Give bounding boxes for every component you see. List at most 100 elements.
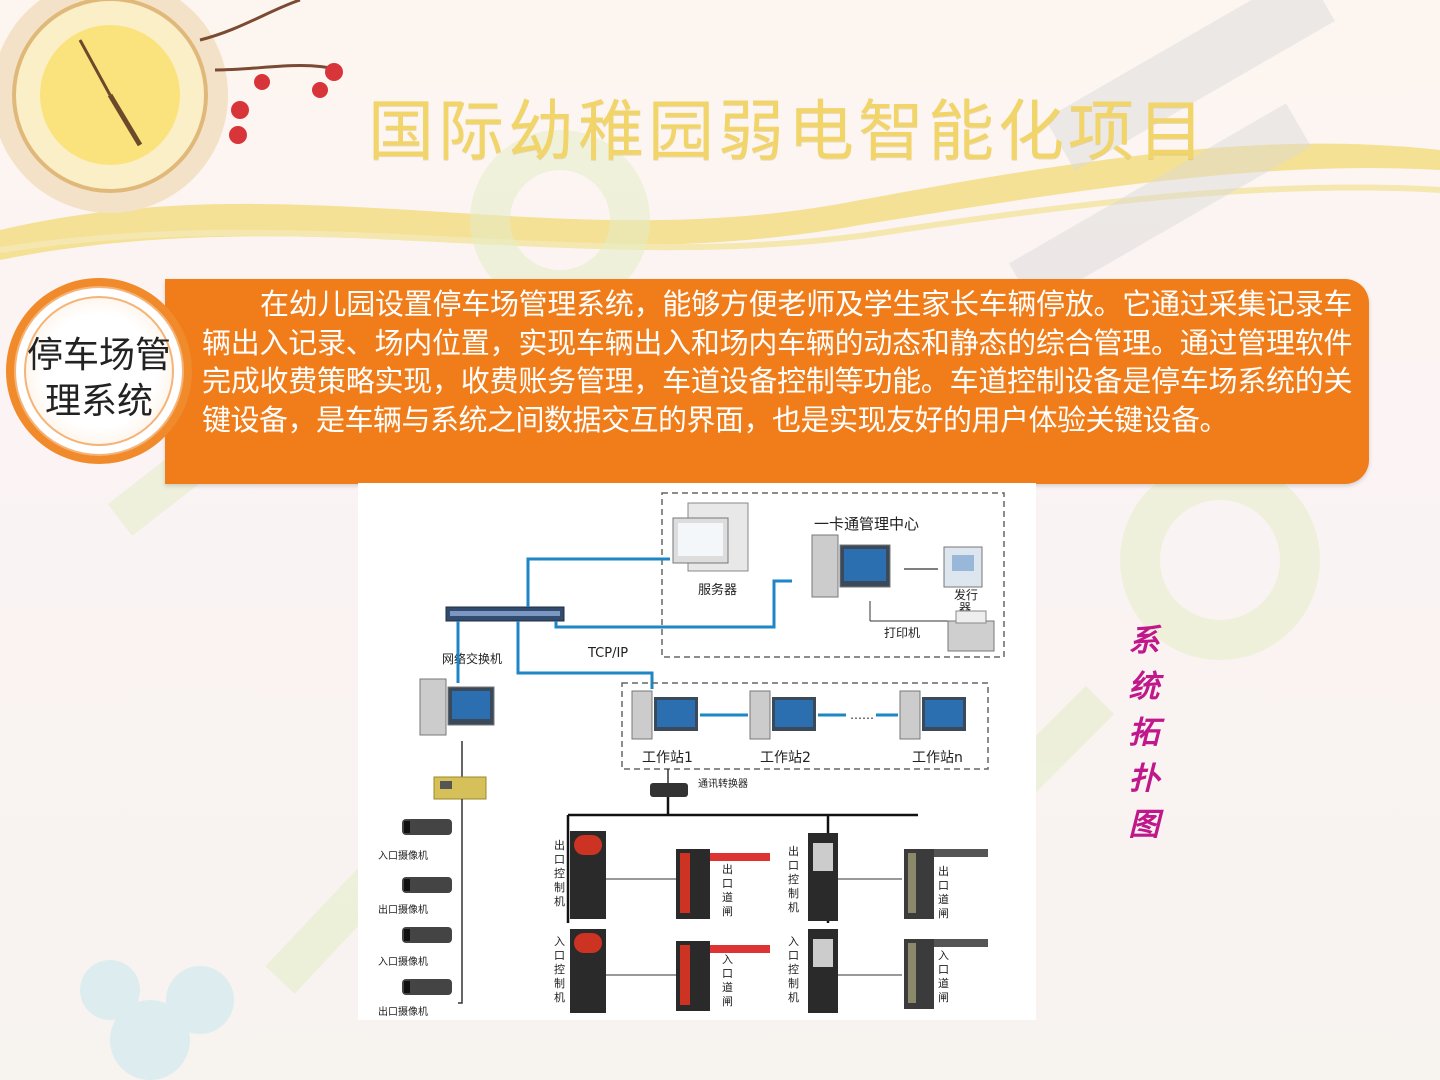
svg-text:闸: 闸 [722,995,733,1008]
camera-pc-icon [419,678,495,736]
svg-text:出: 出 [554,838,565,852]
camera-4-icon [402,979,452,995]
badge-line-2: 理系统 [44,381,153,422]
lane-3-controller-label: 出 口 控 制 机 [788,844,799,914]
caption-char: 扑 [1128,761,1160,797]
camera-label-3: 入口摄像机 [378,955,428,968]
caption-char: 统 [1128,669,1160,705]
lane-3-gate-label: 出 口 道 闸 [938,864,949,920]
exit-gate-1-icon [676,849,770,919]
caption-char: 图 [1128,807,1160,843]
svg-text:口: 口 [554,949,565,962]
svg-text:机: 机 [554,990,565,1004]
printer-label: 打印机 [884,626,920,640]
svg-text:道: 道 [722,980,733,994]
entry-gate-2-icon [904,939,988,1009]
topology-svg: 一卡通管理中心 服务器 发行 器 打印机 [378,492,1005,1018]
description-banner [165,279,1369,484]
workstation-label-n: 工作站n [912,750,963,766]
svg-text:机: 机 [554,894,565,908]
svg-text:口: 口 [554,853,565,866]
svg-text:入: 入 [938,949,949,962]
issuer-label-1: 发行 [954,587,978,602]
workstation-label-1: 工作站1 [642,750,693,766]
converter-icon [650,783,688,797]
svg-text:控: 控 [788,962,799,976]
lane-1-controller-label: 出 口 控 制 机 [554,838,565,908]
svg-text:制: 制 [788,977,799,990]
topology-diagram: 一卡通管理中心 服务器 发行 器 打印机 [358,483,1036,1020]
svg-text:出: 出 [788,844,799,858]
svg-text:制: 制 [554,881,565,894]
exit-controller-2-icon [808,833,838,921]
svg-text:口: 口 [788,859,799,872]
lane-1-gate-label: 出 口 道 闸 [722,862,733,918]
section-badge: 停车场管 理系统 [14,333,184,425]
network-switch-icon [445,606,565,622]
camera-3-icon [402,927,452,943]
entry-controller-2-icon [808,929,838,1013]
camera-1-icon [402,819,452,835]
switch-label: 网络交换机 [442,651,502,666]
svg-text:闸: 闸 [722,905,733,918]
caption-char: 系 [1128,623,1160,659]
svg-text:入: 入 [722,953,733,966]
svg-text:道: 道 [722,890,733,904]
caption-char: 拓 [1128,715,1160,751]
workstation-n-icon [899,690,966,740]
management-center-box [661,492,1005,658]
badge-line-1: 停车场管 [26,335,171,376]
server-label: 服务器 [698,582,737,598]
slide-title: 国际幼稚园弱电智能化项目 [368,93,1208,170]
svg-text:口: 口 [722,967,733,980]
issuer-icon [943,546,983,588]
svg-text:控: 控 [788,872,799,886]
camera-label-4: 出口摄像机 [378,1005,428,1018]
workstation-box [621,682,989,770]
svg-text:控: 控 [554,866,565,880]
lane-4-gate-label: 入 口 道 闸 [938,949,949,1004]
clock-decoration [0,0,343,213]
decorative-wave [0,143,1440,260]
exit-gate-2-icon [904,849,988,919]
svg-text:控: 控 [554,962,565,976]
description-text: 在幼儿园设置停车场管理系统，能够方便老师及学生家长车辆停放。它通过采集记录车辆出… [202,287,1353,437]
center-label: 一卡通管理中心 [814,515,919,533]
svg-text:闸: 闸 [938,991,949,1004]
camera-2-icon [402,877,452,893]
lane-2-gate-label: 入 口 道 闸 [722,953,733,1008]
svg-text:口: 口 [788,949,799,962]
svg-text:入: 入 [554,935,565,948]
capture-card-icon [433,776,487,800]
svg-text:机: 机 [788,900,799,914]
lane-4-controller-label: 入 口 控 制 机 [788,935,799,1004]
svg-text:闸: 闸 [938,907,949,920]
svg-text:口: 口 [938,879,949,892]
network-links [456,557,792,689]
workstation-ellipsis: …… [850,708,874,722]
converter-label: 通讯转换器 [698,777,748,790]
entry-gate-1-icon [676,941,770,1011]
svg-text:入: 入 [788,935,799,948]
exit-controller-1-icon [570,831,606,919]
svg-text:道: 道 [938,976,949,990]
lane-2-controller-label: 入 口 控 制 机 [554,935,565,1004]
svg-text:制: 制 [788,887,799,900]
svg-text:机: 机 [788,990,799,1004]
svg-text:出: 出 [938,864,949,878]
server-icon [672,502,749,572]
svg-text:制: 制 [554,977,565,990]
camera-label-1: 入口摄像机 [378,849,428,862]
workstation-label-2: 工作站2 [760,750,811,766]
svg-text:出: 出 [722,862,733,876]
svg-text:口: 口 [722,877,733,890]
workstation-1-icon [631,690,698,740]
svg-text:道: 道 [938,892,949,906]
workstation-2-icon [749,690,816,740]
protocol-label: TCP/IP [587,646,628,661]
center-computer-icon [811,534,891,598]
topology-caption: 系 统 拓 扑 图 [1124,618,1164,848]
svg-text:口: 口 [938,963,949,976]
camera-label-2: 出口摄像机 [378,903,428,916]
